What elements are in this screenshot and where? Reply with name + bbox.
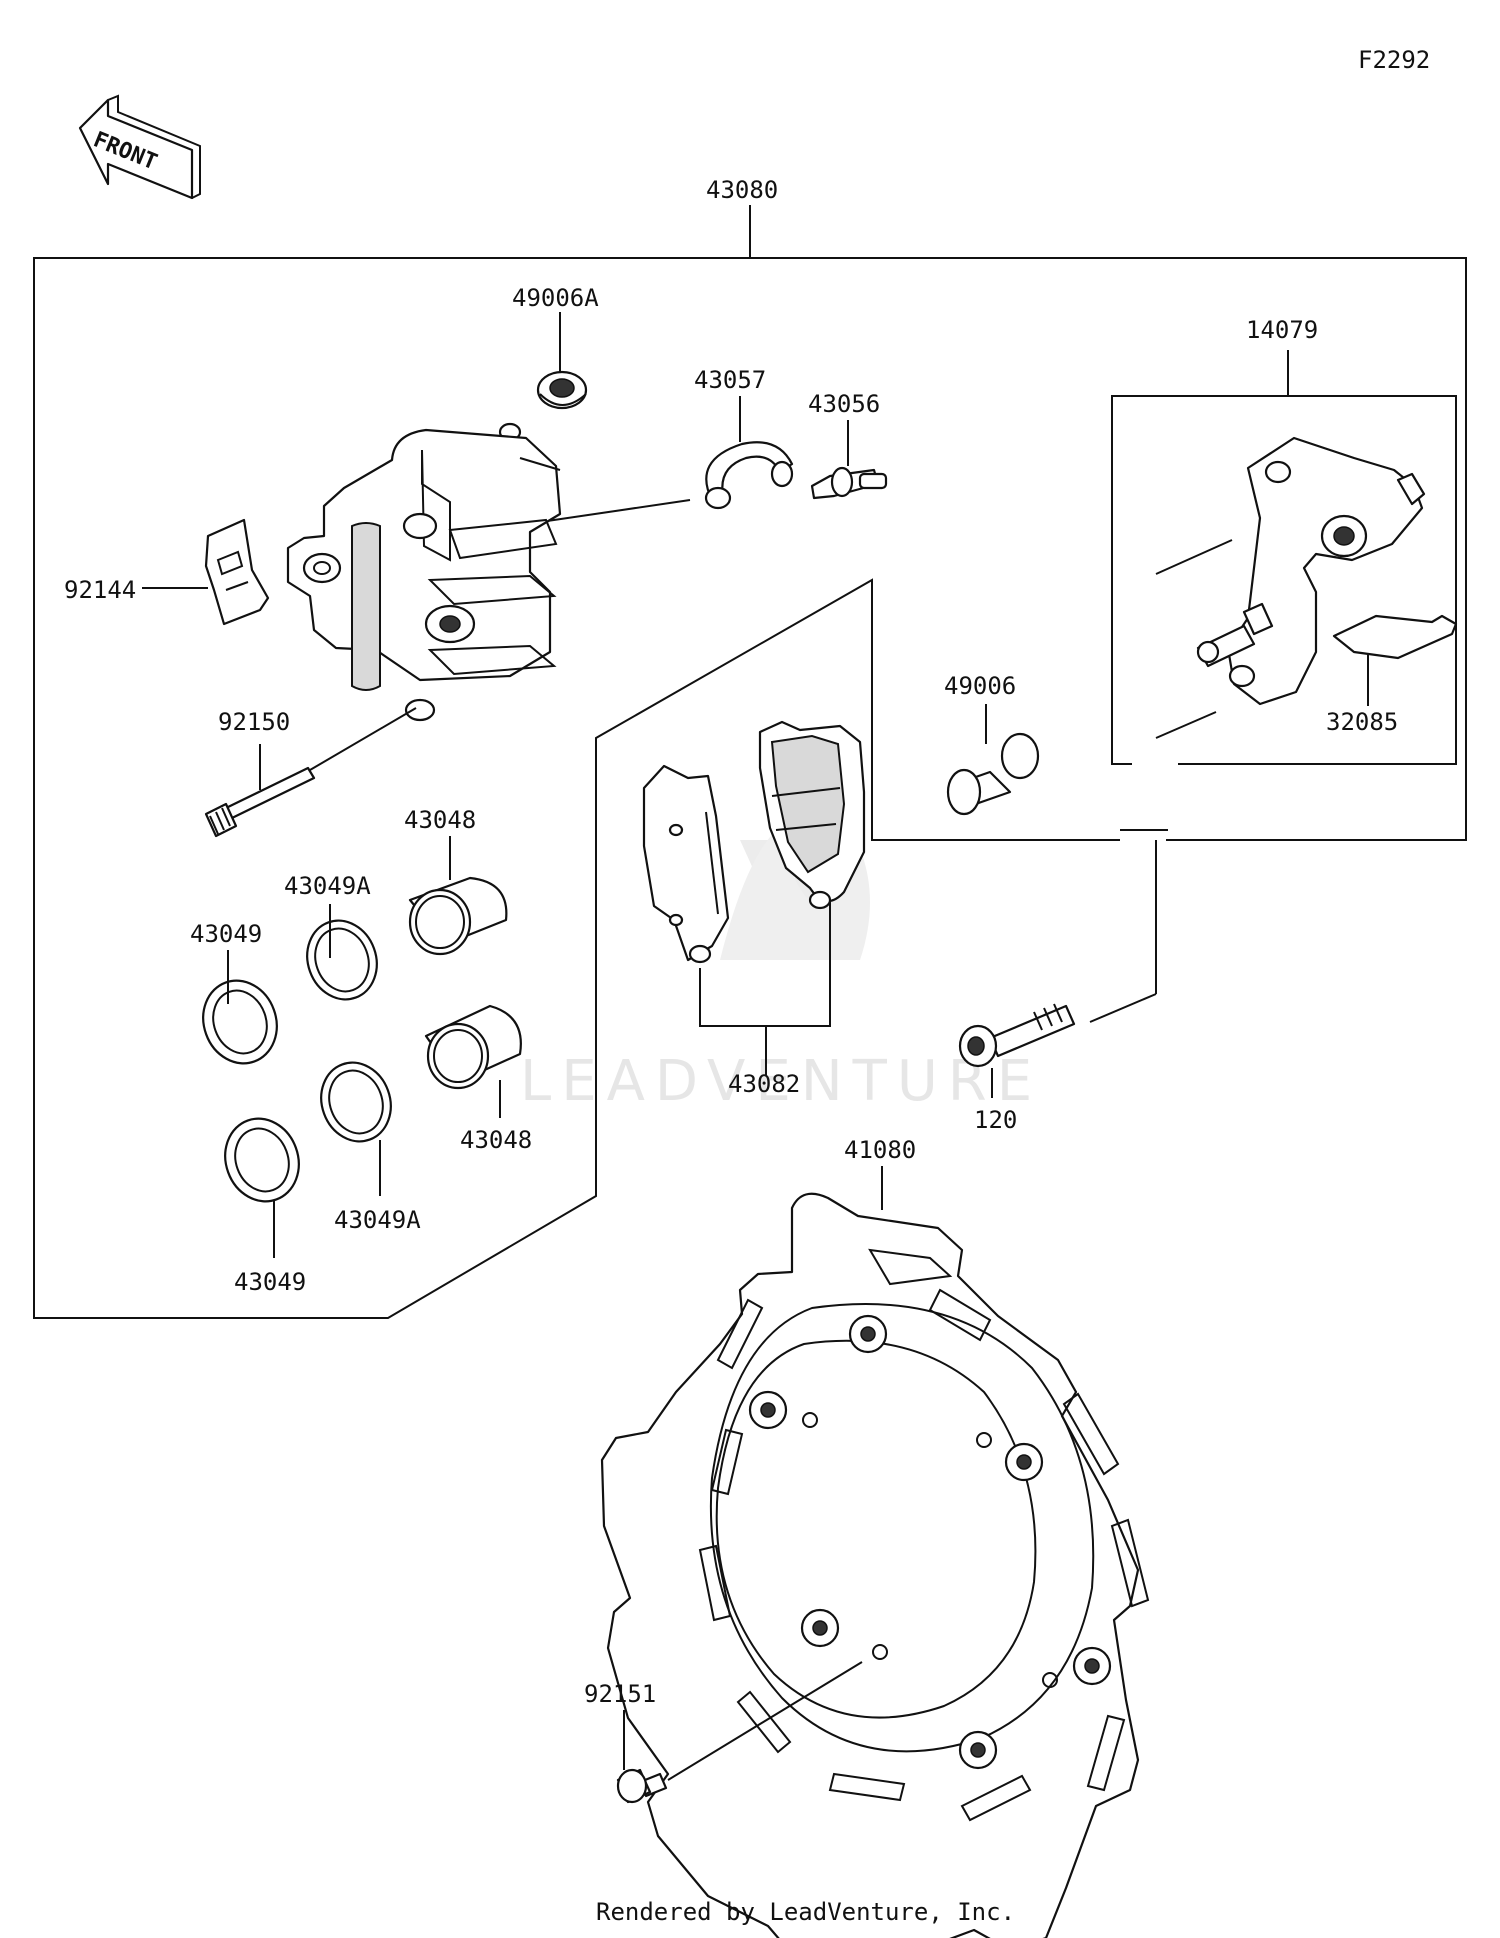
part-120 bbox=[958, 840, 1157, 1098]
part-92150 bbox=[204, 707, 417, 838]
callout-43080: 43080 bbox=[706, 176, 778, 204]
callout-43049-bottom: 43049 bbox=[234, 1268, 306, 1296]
callout-49006A: 49006A bbox=[512, 284, 599, 312]
callout-43049A-bottom: 43049A bbox=[334, 1206, 421, 1234]
part-49006 bbox=[946, 704, 1040, 816]
part-43049-top bbox=[202, 950, 278, 1065]
part-92151 bbox=[616, 1661, 863, 1804]
callout-43056: 43056 bbox=[808, 390, 880, 418]
callout-14079: 14079 bbox=[1246, 316, 1318, 344]
callout-32085: 32085 bbox=[1326, 708, 1398, 736]
callout-43082: 43082 bbox=[728, 1070, 800, 1098]
part-41080-disc bbox=[600, 1166, 1150, 1938]
callout-43049-top: 43049 bbox=[190, 920, 262, 948]
callout-49006: 49006 bbox=[944, 672, 1016, 700]
part-49006A bbox=[536, 312, 588, 410]
part-43048-bottom bbox=[424, 1004, 522, 1118]
footer-credit: Rendered by LeadVenture, Inc. bbox=[596, 1898, 1015, 1926]
callout-43049A-top: 43049A bbox=[284, 872, 371, 900]
callout-43048-top: 43048 bbox=[404, 806, 476, 834]
figure-code: F2292 bbox=[1358, 46, 1430, 74]
callout-120: 120 bbox=[974, 1106, 1017, 1134]
callout-41080: 41080 bbox=[844, 1136, 916, 1164]
part-43049A-top bbox=[306, 904, 378, 1001]
front-arrow-icon: FRONT bbox=[78, 94, 201, 200]
callout-92150: 92150 bbox=[218, 708, 290, 736]
part-43056 bbox=[810, 420, 888, 500]
part-caliper-body bbox=[286, 422, 562, 722]
assembly-43080-outline bbox=[33, 205, 1467, 1319]
part-43048-top bbox=[408, 836, 508, 956]
part-43049-bottom bbox=[224, 1117, 300, 1258]
part-43082 bbox=[642, 720, 866, 1076]
callout-92151: 92151 bbox=[584, 1680, 656, 1708]
callout-43057: 43057 bbox=[694, 366, 766, 394]
part-43049A-bottom bbox=[320, 1061, 392, 1196]
part-32085 bbox=[1332, 614, 1458, 706]
callout-43048-bottom: 43048 bbox=[460, 1126, 532, 1154]
part-14079 bbox=[1155, 436, 1426, 739]
assembly-14079-outline bbox=[1111, 350, 1457, 765]
watermark-text: LEADVENTURE bbox=[520, 1049, 1042, 1114]
callout-92144: 92144 bbox=[64, 576, 136, 604]
part-92144 bbox=[142, 518, 270, 626]
